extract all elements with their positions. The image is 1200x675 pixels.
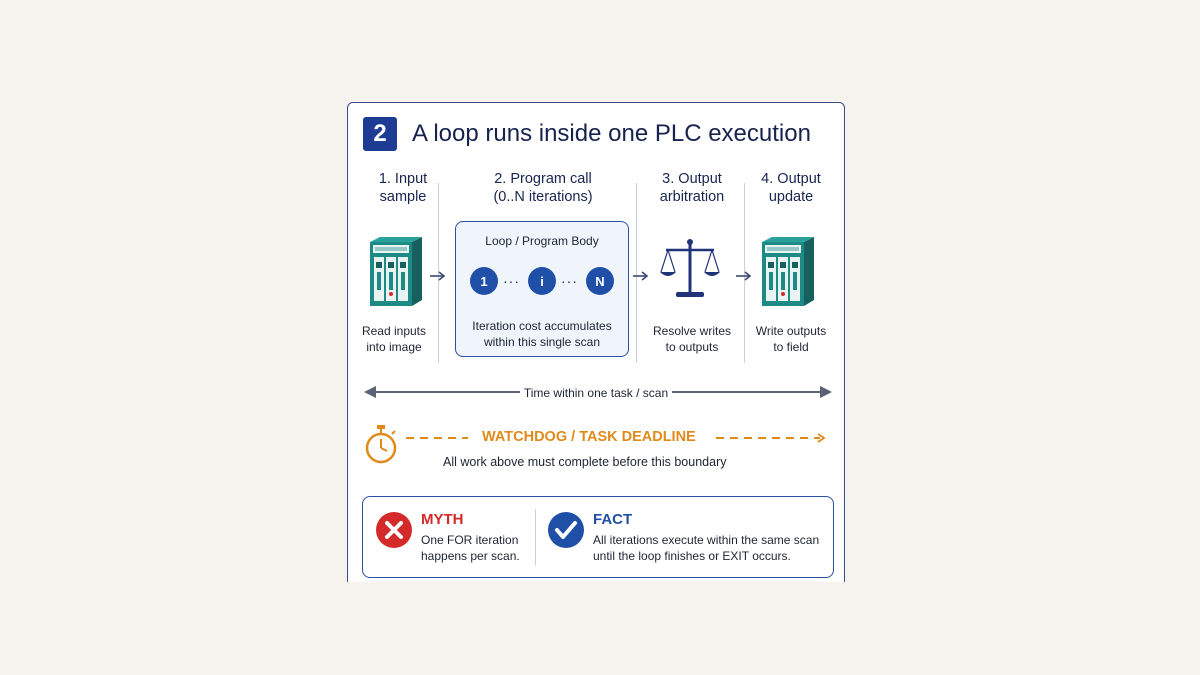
loop-body-desc-line1: Iteration cost accumulates: [472, 319, 612, 333]
fact-text-line2: until the loop finishes or EXIT occurs.: [593, 549, 791, 563]
step-1-desc-line2: into image: [366, 340, 422, 354]
step-1-title: 1. Input sample: [358, 170, 448, 206]
diagram-title: A loop runs inside one PLC execution: [412, 120, 811, 147]
step-3-description: Resolve writes to outputs: [642, 323, 742, 355]
timeline-label-wrap: Time within one task / scan: [348, 384, 844, 402]
diagram-card: 2 A loop runs inside one PLC execution 1…: [347, 102, 845, 582]
step-3-desc-line1: Resolve writes: [652, 324, 732, 338]
loop-body-title: Loop / Program Body: [485, 234, 599, 248]
step-3-title-line1: 3. Output: [662, 171, 722, 187]
step-4-title: 4. Output update: [746, 170, 836, 206]
arrow-right-icon: [736, 271, 752, 281]
section-number-badge: 2: [363, 117, 397, 151]
step-1-desc-line1: Read inputs: [361, 324, 427, 338]
cross-icon: [376, 512, 412, 548]
check-icon: [548, 512, 584, 548]
step-4-desc-line1: Write outputs: [755, 324, 827, 338]
fact-text: All iterations execute within the same s…: [593, 532, 819, 564]
myth-fact-box: MYTH One FOR iteration happens per scan.…: [362, 496, 834, 578]
iteration-1-node: 1: [470, 267, 498, 295]
loop-body-description: Iteration cost accumulates within this s…: [456, 318, 628, 350]
step-4-title-line1: 4. Output: [761, 171, 821, 187]
watchdog-description: All work above must complete before this…: [443, 455, 727, 469]
timeline-label: Time within one task / scan: [519, 386, 673, 400]
plc-cabinet-icon: [762, 237, 814, 306]
step-2-title: 2. Program call (0..N iterations): [448, 170, 638, 206]
column-divider: [636, 183, 637, 363]
myth-text: One FOR iteration happens per scan.: [421, 532, 520, 564]
step-1-description: Read inputs into image: [348, 323, 440, 355]
watchdog-label: WATCHDOG / TASK DEADLINE: [482, 429, 696, 445]
step-2-title-line2: (0..N iterations): [493, 189, 593, 205]
step-4-desc-line2: to field: [773, 340, 809, 354]
myth-text-line2: happens per scan.: [421, 549, 520, 563]
plc-cabinet-icon: [370, 237, 422, 306]
myth-title: MYTH: [421, 511, 464, 528]
deadline-dashed-line: [406, 437, 468, 439]
iteration-n-node: N: [586, 267, 614, 295]
step-4-description: Write outputs to field: [746, 323, 836, 355]
step-4-title-line2: update: [768, 189, 814, 205]
myth-text-line1: One FOR iteration: [421, 533, 519, 547]
deadline-dashed-arrow: [716, 433, 826, 443]
myth-fact-divider: [535, 509, 536, 565]
step-1-title-line1: 1. Input: [378, 171, 428, 187]
step-2-title-line1: 2. Program call: [494, 171, 592, 187]
step-3-title: 3. Output arbitration: [642, 170, 742, 206]
arrow-right-icon: [633, 271, 649, 281]
step-3-desc-line2: to outputs: [665, 340, 719, 354]
loop-body-box: Loop / Program Body 1 ··· i ··· N Iterat…: [455, 221, 629, 357]
iteration-ellipsis: ···: [503, 273, 520, 289]
column-divider: [438, 183, 439, 363]
iteration-ellipsis: ···: [561, 273, 578, 289]
loop-body-desc-line2: within this single scan: [483, 335, 601, 349]
column-divider: [744, 183, 745, 363]
arrow-right-icon: [430, 271, 446, 281]
stopwatch-icon: [365, 425, 397, 464]
step-3-title-line2: arbitration: [659, 189, 725, 205]
fact-text-line1: All iterations execute within the same s…: [593, 533, 820, 547]
step-1-title-line2: sample: [379, 189, 427, 205]
fact-title: FACT: [593, 511, 633, 528]
iteration-i-node: i: [528, 267, 556, 295]
scales-icon: [660, 239, 720, 297]
